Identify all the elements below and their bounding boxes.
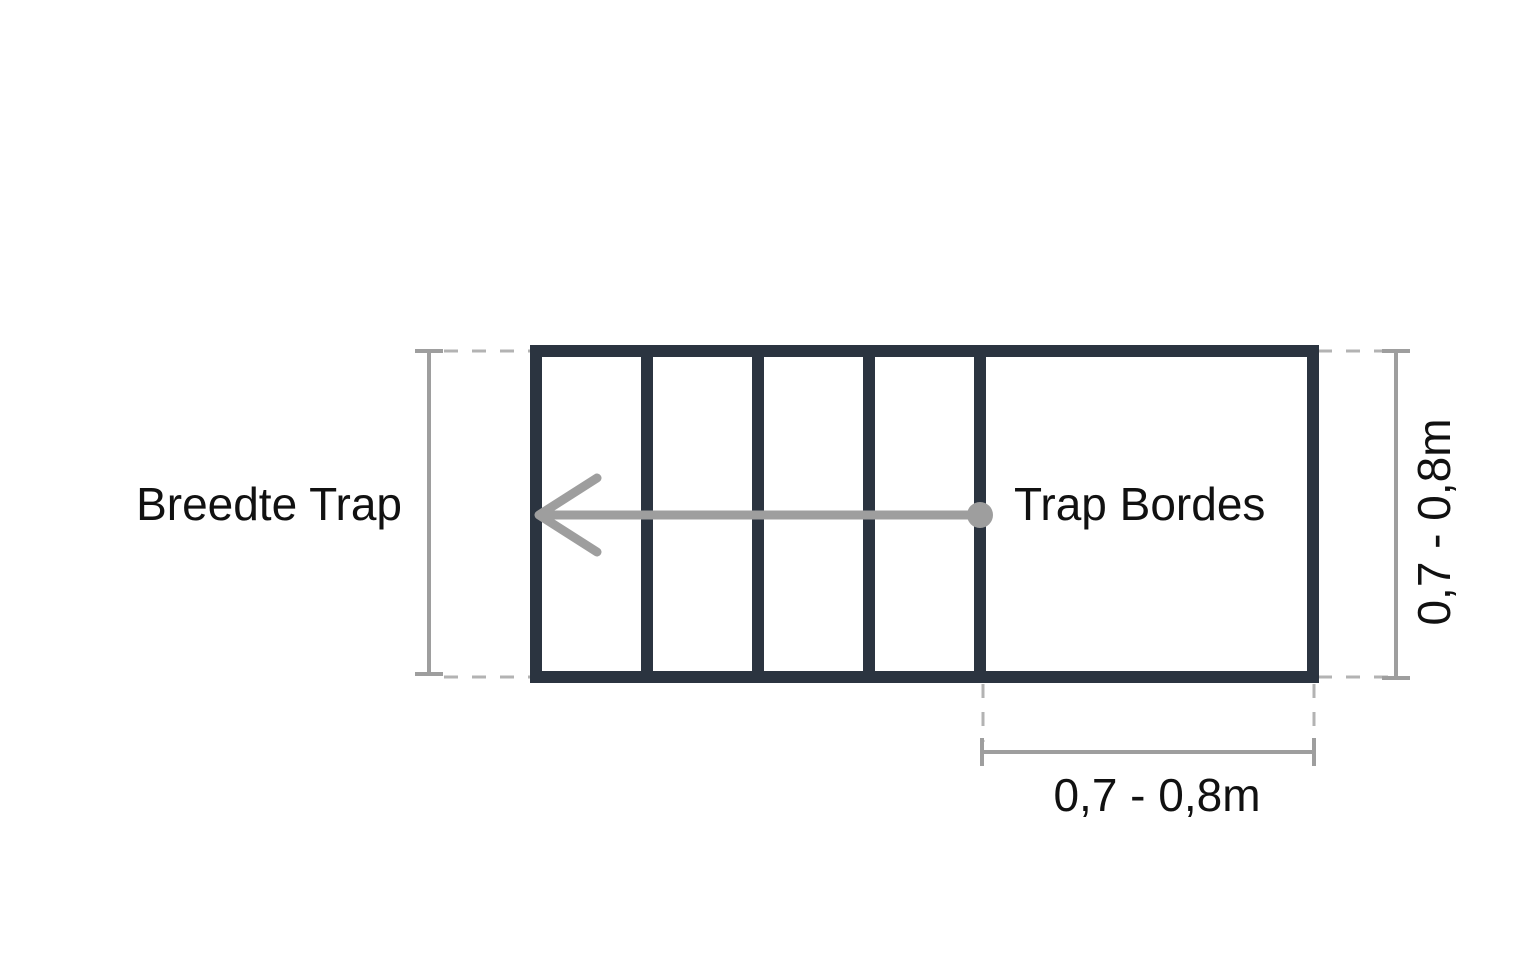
arrow-start-dot — [967, 502, 993, 528]
dimension-stair-width — [415, 349, 443, 676]
extension-lines — [444, 349, 1394, 742]
dimension-landing-width — [980, 738, 1316, 766]
label-landing-width: 0,7 - 0,8m — [1053, 769, 1260, 821]
dimension-landing-depth — [1382, 349, 1410, 680]
arrow-head — [534, 473, 602, 557]
walk-direction-arrow — [534, 473, 983, 557]
label-landing: Trap Bordes — [1014, 478, 1265, 530]
label-landing-depth: 0,7 - 0,8m — [1408, 418, 1460, 625]
label-stair-width: Breedte Trap — [136, 478, 402, 530]
